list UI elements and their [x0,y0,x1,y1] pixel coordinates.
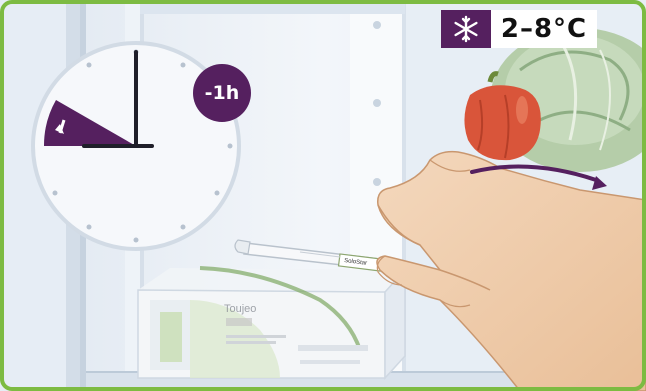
temperature-badge: 2–8°C [441,10,597,48]
snowflake-icon [441,10,491,48]
medicine-box: Toujeo [138,268,405,378]
package-brand: Toujeo [224,303,256,315]
door-hole [373,21,381,29]
door-hole [373,178,381,186]
time-offset-badge: -1h [193,64,251,122]
temperature-label: 2–8°C [491,10,597,48]
door-hole [373,99,381,107]
